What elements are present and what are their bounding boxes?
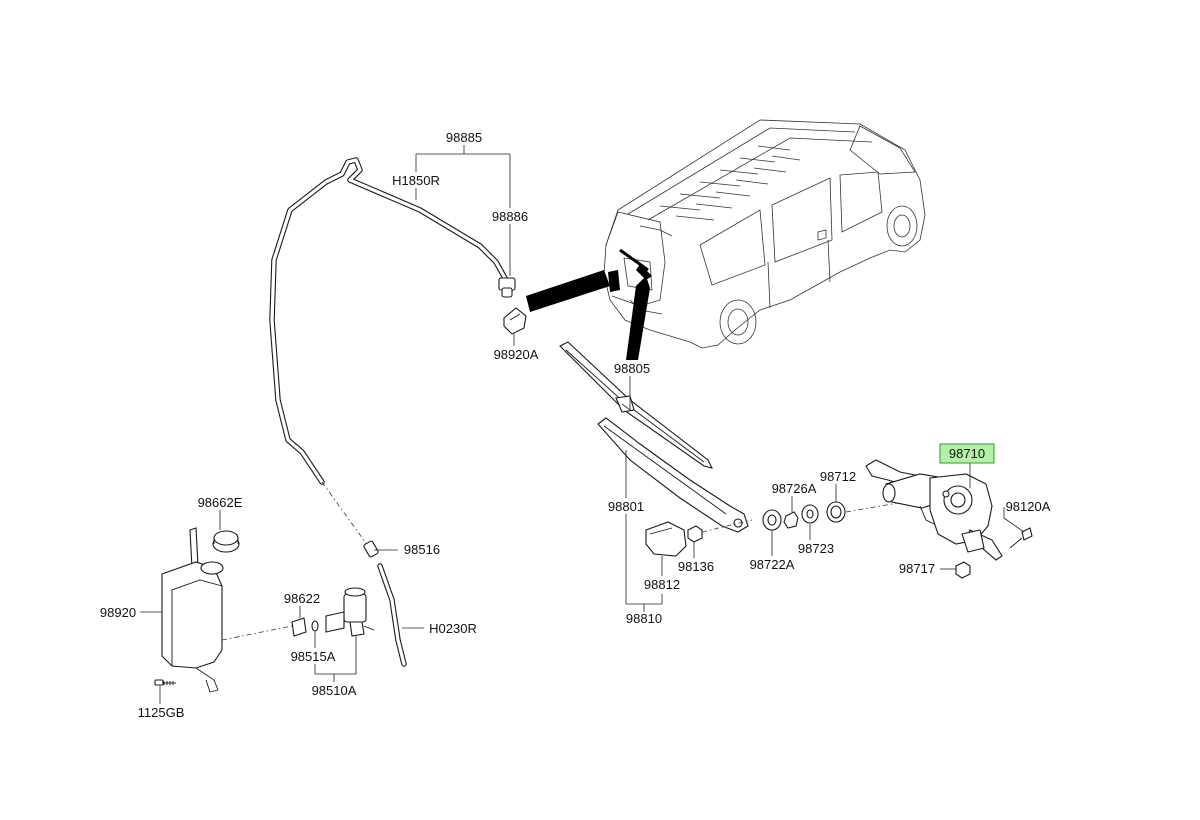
label-98516[interactable]: 98516 bbox=[404, 542, 440, 557]
wiper-blade bbox=[559, 341, 714, 469]
label-98712[interactable]: 98712 bbox=[820, 469, 856, 484]
label-98515a[interactable]: 98515A bbox=[291, 649, 336, 664]
spindle-washer bbox=[801, 504, 819, 524]
label-98920a[interactable]: 98920A bbox=[494, 347, 539, 362]
spindle-seal bbox=[826, 501, 846, 523]
motor-nut bbox=[955, 561, 971, 579]
label-h0230r[interactable]: H0230R bbox=[429, 621, 477, 636]
wiper-arm bbox=[597, 417, 749, 533]
label-98726a[interactable]: 98726A bbox=[772, 481, 817, 496]
label-98920[interactable]: 98920 bbox=[100, 605, 136, 620]
label-98136[interactable]: 98136 bbox=[678, 559, 714, 574]
label-98710[interactable]: 98710 bbox=[949, 446, 985, 461]
label-98805[interactable]: 98805 bbox=[614, 361, 650, 376]
washer-pump bbox=[325, 587, 375, 637]
hose-joint bbox=[363, 540, 379, 558]
label-1125gb[interactable]: 1125GB bbox=[138, 705, 185, 720]
label-98622[interactable]: 98622 bbox=[284, 591, 320, 606]
wiper-motor bbox=[865, 459, 1003, 561]
label-h1850r[interactable]: H1850R bbox=[392, 173, 440, 188]
hose-connector bbox=[498, 277, 516, 298]
label-98886[interactable]: 98886 bbox=[492, 209, 528, 224]
assembly-axis-pump bbox=[221, 625, 293, 641]
label-98717[interactable]: 98717 bbox=[899, 561, 935, 576]
spindle-boot bbox=[762, 509, 782, 531]
washer-hose-upper bbox=[269, 157, 509, 485]
label-98510a[interactable]: 98510A bbox=[312, 683, 357, 698]
washer-reservoir bbox=[161, 527, 224, 693]
van-illustration bbox=[603, 119, 926, 349]
reservoir-cap bbox=[212, 530, 240, 553]
pointer-to-wiper bbox=[626, 276, 650, 360]
label-98810[interactable]: 98810 bbox=[626, 611, 662, 626]
pump-o-ring bbox=[311, 620, 319, 632]
label-98120a[interactable]: 98120A bbox=[1006, 499, 1051, 514]
label-98723[interactable]: 98723 bbox=[798, 541, 834, 556]
arm-cover bbox=[645, 521, 687, 557]
assembly-axis-arm bbox=[701, 519, 753, 533]
highlight-box-98710 bbox=[939, 443, 995, 464]
label-98812[interactable]: 98812 bbox=[644, 577, 680, 592]
label-98722a[interactable]: 98722A bbox=[750, 557, 795, 572]
leader-lines bbox=[140, 145, 1025, 704]
assembly-axis-motor bbox=[845, 501, 905, 513]
spindle-nut bbox=[783, 511, 799, 529]
washer-nozzle bbox=[503, 307, 527, 335]
assembly-axis-hose bbox=[321, 481, 369, 547]
label-98885[interactable]: 98885 bbox=[446, 130, 482, 145]
motor-bolt bbox=[1009, 527, 1033, 549]
washer-hose-lower bbox=[377, 563, 407, 667]
pump-grommet bbox=[291, 617, 307, 637]
pointer-to-nozzle bbox=[526, 270, 610, 312]
part-labels: 98885 H1850R 98886 98920A 98805 98710 98… bbox=[100, 130, 1051, 720]
label-98662e[interactable]: 98662E bbox=[198, 495, 243, 510]
label-98801[interactable]: 98801 bbox=[608, 499, 644, 514]
arm-nut bbox=[687, 525, 703, 543]
mounting-bolt bbox=[154, 679, 176, 686]
